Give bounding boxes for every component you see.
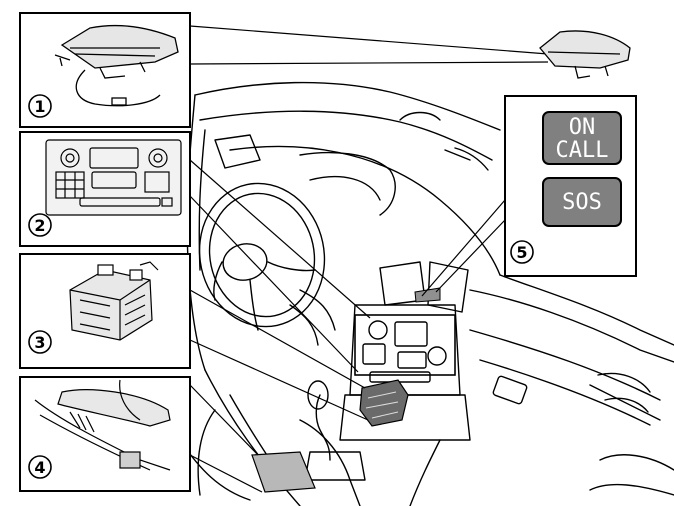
control-module-highlight	[359, 379, 409, 427]
leader-line-2b	[189, 195, 359, 373]
leader-line-1	[189, 25, 549, 55]
leader-line-3b	[189, 339, 369, 421]
callout-number-1: 1	[34, 97, 45, 116]
inset-box-3: 3	[19, 253, 191, 369]
callout-circle-5	[510, 240, 534, 264]
roof-console-highlight	[414, 287, 441, 303]
microphone-module-illustration	[54, 24, 179, 107]
inset-box-5: ON CALL SOS 5	[504, 95, 637, 277]
callout-number-4: 4	[34, 458, 45, 477]
sos-button: SOS	[542, 177, 622, 227]
audio-panel-highlight	[354, 314, 456, 376]
leader-line-3	[189, 289, 366, 389]
callout-number-5: 5	[516, 243, 527, 262]
leader-line-5b	[435, 219, 506, 293]
on-call-line2: CALL	[556, 138, 609, 163]
callout-circle-1	[28, 94, 52, 118]
leader-line-4	[189, 384, 259, 456]
leader-line-4b	[189, 454, 263, 493]
on-call-line1: ON	[569, 115, 596, 140]
on-call-button: ON CALL	[542, 111, 622, 165]
leader-line-2	[189, 159, 371, 319]
microphone-detail	[539, 30, 631, 79]
armrest-handset-illustration	[34, 379, 171, 471]
callout-circle-4	[28, 455, 52, 479]
control-module-illustration	[69, 261, 159, 341]
inset-box-2: 2	[19, 131, 191, 247]
inset-box-1: 1	[19, 12, 191, 128]
leader-lines	[189, 25, 549, 493]
armrest-highlight	[251, 451, 316, 493]
leader-line-1b	[189, 61, 549, 65]
callout-number-2: 2	[34, 216, 45, 235]
sos-label: SOS	[562, 190, 602, 215]
callout-number-3: 3	[34, 333, 45, 352]
callout-circle-3	[28, 330, 52, 354]
leader-line-5	[421, 199, 506, 297]
callout-circle-2	[28, 213, 52, 237]
inset-box-4: 4	[19, 376, 191, 492]
audio-control-panel-illustration	[45, 139, 182, 216]
